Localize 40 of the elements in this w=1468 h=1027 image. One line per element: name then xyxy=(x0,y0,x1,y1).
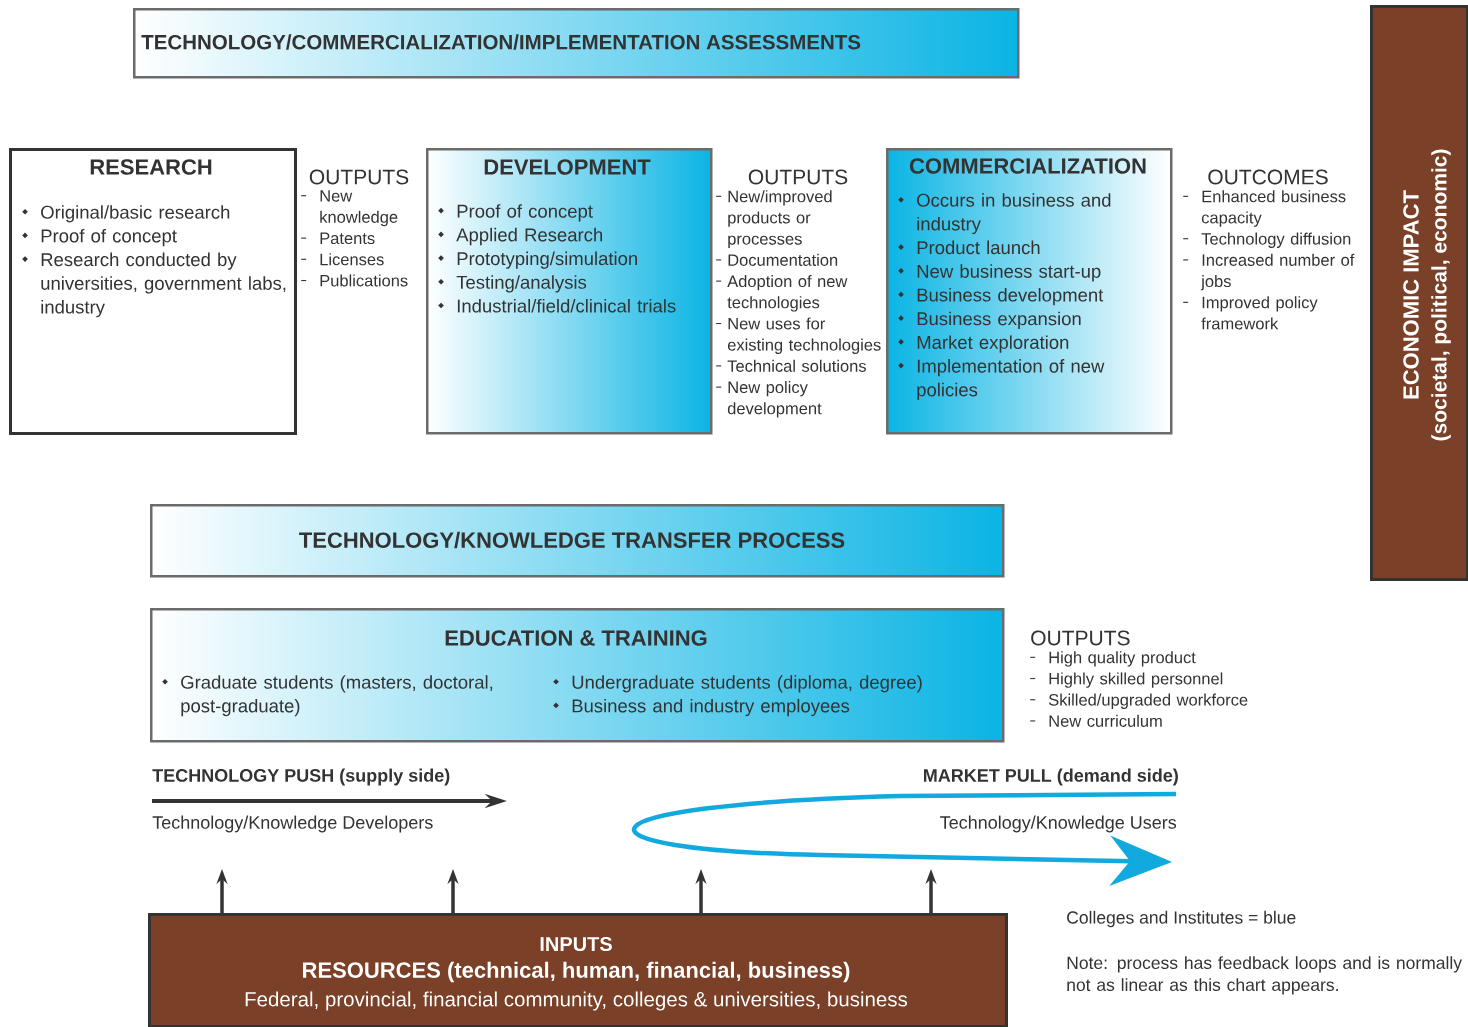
output-heading: OUTPUTS xyxy=(309,169,409,185)
label: Technology diffusion xyxy=(1201,232,1351,248)
label: New uses for existing technologies xyxy=(727,317,881,354)
label: New curriculum xyxy=(1049,714,1162,727)
label: Adoption of new technologies xyxy=(727,275,848,312)
output-list: New knowledge Patents Licenses Publications xyxy=(300,190,408,287)
impact-bar: ECONOMIC IMPACT (societal, political, economic) xyxy=(1370,5,1468,581)
label: Improved policy framework xyxy=(1201,296,1318,330)
label: Skilled/upgraded workforce xyxy=(1048,693,1248,709)
label: Highly skilled personnel xyxy=(1049,672,1223,688)
label: Patents xyxy=(320,232,375,245)
flow-label: Technology/Knowledge Users xyxy=(940,815,1177,833)
label: Increased number of jobs xyxy=(1200,253,1355,291)
title-banner: TECHNOLOGY/COMMERCIALIZATION/IMPLEMENTATION ASSESSMENTS xyxy=(133,8,1020,79)
label: New policy development xyxy=(727,381,822,418)
outcome-heading: OUTCOMES xyxy=(1208,169,1328,185)
inputs-box: INPUTS RESOURCES (technical, human, financial, business) Federal, provincial, financial community, colleges & universities, business xyxy=(148,913,1008,1027)
outcome-list: Enhanced business capacity Technology diffusion Increased number of jobs Improved policy framework xyxy=(1182,190,1355,330)
label: Licenses xyxy=(320,253,384,266)
label: New/improved products or processes xyxy=(728,190,832,248)
legend-note: Colleges and Institutes = blue xyxy=(1067,910,1296,928)
label: High quality product xyxy=(1049,651,1196,667)
label: Publications xyxy=(320,274,408,287)
label: Technical solutions xyxy=(727,359,866,372)
note-text: Note: process has feedback loops and is normally not as linear as this chart appears. xyxy=(1067,956,1462,995)
label: Documentation xyxy=(728,253,838,266)
output-heading: OUTPUTS xyxy=(748,169,848,185)
output-heading: OUTPUTS xyxy=(1031,630,1130,646)
label: Enhanced business capacity xyxy=(1201,190,1346,227)
process-banner: TECHNOLOGY/KNOWLEDGE TRANSFER PROCESS xyxy=(150,504,1005,578)
output-list: New/improved products or processes Documentation Adoption of new technologies New uses for existing technologies Technical solutions New policy development xyxy=(715,190,881,418)
process-box: DEVELOPMENT Proof of concept Applied Research Prototyping/simulation Testing/analysis Industrial/field/clinical trials xyxy=(426,148,713,435)
output-list: High quality product Highly skilled personnel Skilled/upgraded workforce New curriculum xyxy=(1029,651,1248,727)
process-box: COMMERCIALIZATION Occurs in business and industry Product launch New business start-up Business development Business expansion Market exploration Implementation of new policies xyxy=(886,148,1173,435)
flow-heading: MARKET PULL (demand side) xyxy=(924,768,1178,786)
flow-label: Technology/Knowledge Developers xyxy=(152,815,433,833)
label: New knowledge xyxy=(320,190,398,227)
flow-heading: TECHNOLOGY PUSH (supply side) xyxy=(152,768,450,786)
process-box: RESEARCH Original/basic research Proof of concept Research conducted by universities, government labs, industry xyxy=(9,148,297,435)
process-box: EDUCATION & TRAINING Graduate students (masters, doctoral, post-graduate) Undergraduate students (diploma, degree) Business and industry employees xyxy=(150,608,1005,743)
